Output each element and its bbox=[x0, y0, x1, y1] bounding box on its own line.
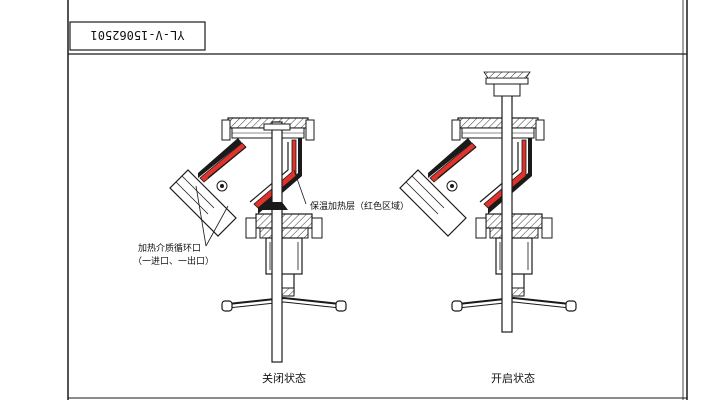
valve-open-state bbox=[399, 71, 577, 333]
valve-closed-state bbox=[169, 117, 347, 363]
drawing-number: YL-V-15062501 bbox=[90, 28, 185, 42]
leader-heating-layer bbox=[293, 169, 307, 205]
leader-heating-medium bbox=[205, 205, 229, 247]
open-state-caption: 开启状态 bbox=[491, 372, 535, 385]
heating-medium-port-label: 加热介质循环口 bbox=[138, 244, 202, 254]
heating-medium-port-sublabel: （一进口、一出口） bbox=[133, 257, 215, 267]
title-block bbox=[69, 21, 206, 51]
heating-layer-label: 保温加热层（红色区域） bbox=[310, 202, 410, 212]
closed-state-caption: 关闭状态 bbox=[262, 372, 306, 385]
